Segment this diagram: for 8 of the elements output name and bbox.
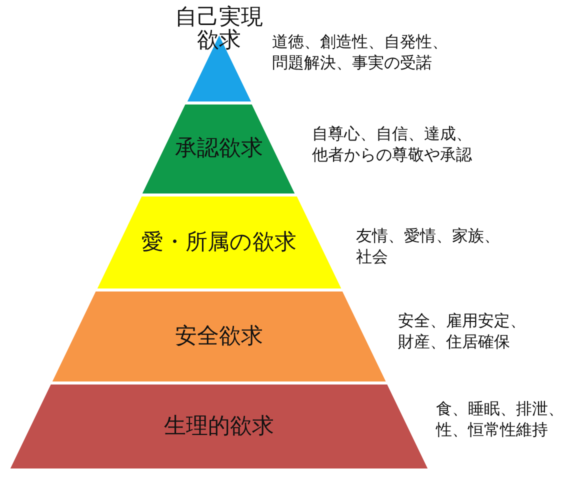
level-label: 生理的欲求 — [163, 414, 275, 438]
level-label: 承認欲求 — [174, 137, 264, 160]
pyramid-level — [50, 290, 388, 383]
pyramid-level — [94, 195, 344, 290]
level-label: 安全欲求 — [174, 324, 264, 348]
pyramid-level — [8, 383, 430, 470]
level-label: 愛・所属の欲求 — [140, 230, 298, 254]
pyramid-level — [140, 103, 298, 195]
